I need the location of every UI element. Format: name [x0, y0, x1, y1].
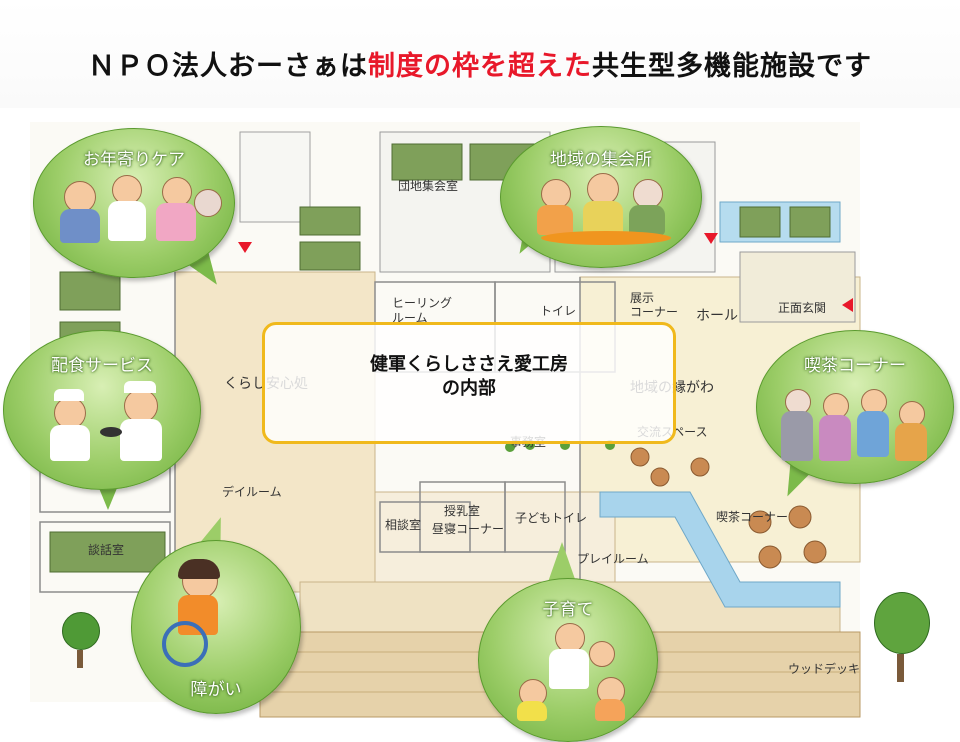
- bubble-disability-label: 障がい: [190, 680, 242, 700]
- room-sodanshitsu: 相談室: [385, 518, 422, 532]
- room-day-room: デイルーム: [222, 485, 282, 499]
- room-healing-line1: ヒーリング: [392, 296, 453, 310]
- bubble-elderly-care-label: お年寄りケア: [83, 150, 185, 170]
- room-healing-line2: ルーム: [392, 311, 428, 325]
- room-tenji-line2: コーナー: [630, 305, 679, 319]
- cafe-body1-icon: [781, 411, 813, 461]
- center-label-box: 健軍くらしささえ愛工房 の内部: [262, 322, 676, 444]
- cafe-person4-icon: [899, 401, 925, 427]
- room-wood-deck: ウッドデッキ: [788, 662, 861, 676]
- child1-body-icon: [517, 701, 547, 721]
- community-body2-icon: [583, 201, 623, 235]
- bubble-child-rearing: 子育て: [478, 578, 658, 742]
- bubble-tail-child: [548, 542, 576, 582]
- cook2-icon: [124, 389, 158, 423]
- marker-arrow-entrance: [842, 298, 853, 312]
- elderly-woman-body-icon: [156, 203, 196, 241]
- room-junyushitsu: 授乳室: [444, 504, 481, 518]
- center-label-line1: 健軍くらしささえ愛工房: [370, 354, 568, 375]
- mother-body-icon: [549, 649, 589, 689]
- community-body1-icon: [537, 205, 573, 235]
- elderly-woman2-icon: [194, 189, 222, 217]
- room-danwashitsu: 談話室: [88, 543, 125, 557]
- title-bar: ＮＰＯ法人おーさぁは制度の枠を超えた共生型多機能施設です: [0, 0, 960, 108]
- child2-body-icon: [595, 699, 625, 721]
- cook1-body-icon: [50, 425, 90, 461]
- tree-right: [874, 592, 930, 682]
- cook2-hat-icon: [124, 381, 156, 393]
- room-tenji-line1: 展示: [630, 291, 655, 305]
- bubble-meal-service: 配食サービス: [3, 330, 201, 490]
- baby-icon: [589, 641, 615, 667]
- cook2-body-icon: [120, 419, 162, 461]
- community-table-icon: [541, 231, 671, 245]
- title-highlight: 制度の枠を超えた: [368, 51, 592, 82]
- wheelchair-user-hair-icon: [178, 559, 220, 579]
- cafe-body4-icon: [895, 423, 927, 461]
- elderly-body-icon: [60, 209, 100, 243]
- room-danchi-shukaishitsu: 団地集会室: [398, 179, 459, 193]
- tree-left: [62, 612, 100, 668]
- room-toilet: トイレ: [540, 304, 577, 318]
- room-play-room: プレイルーム: [577, 552, 649, 566]
- caregiver-body-icon: [108, 201, 146, 241]
- cafe-body2-icon: [819, 415, 851, 461]
- room-shomen-genkan: 正面玄関: [778, 301, 827, 315]
- marker-arrow-center: [704, 233, 718, 244]
- bubble-cafe-corner: 喫茶コーナー: [756, 330, 954, 484]
- page-title: ＮＰＯ法人おーさぁは制度の枠を超えた共生型多機能施設です: [0, 44, 960, 83]
- bubble-disability: 障がい: [131, 540, 301, 714]
- title-suffix: 共生型多機能施設です: [592, 51, 872, 82]
- room-hall: ホール: [696, 308, 738, 324]
- bubble-cafe-corner-label: 喫茶コーナー: [804, 356, 906, 376]
- room-kodomo-toilet: 子どもトイレ: [515, 511, 588, 525]
- community-body3-icon: [629, 205, 665, 235]
- room-kissa-corner: 喫茶コーナー: [716, 510, 789, 524]
- title-prefix: ＮＰＯ法人おーさぁは: [88, 51, 368, 82]
- marker-arrow-left: [238, 242, 252, 253]
- bubble-meal-service-label: 配食サービス: [51, 356, 153, 376]
- center-label-line2: の内部: [442, 378, 496, 400]
- cafe-body3-icon: [857, 411, 889, 457]
- frying-pan-icon: [100, 427, 122, 437]
- room-hirune-corner: 昼寝コーナー: [432, 522, 505, 536]
- bubble-community-hall: 地域の集会所: [500, 126, 702, 268]
- wheelchair-icon: [162, 621, 208, 667]
- bubble-community-hall-label: 地域の集会所: [550, 150, 652, 170]
- cook1-hat-icon: [54, 389, 84, 401]
- bubble-child-rearing-label: 子育て: [542, 600, 594, 620]
- bubble-elderly-care: お年寄りケア: [33, 128, 235, 278]
